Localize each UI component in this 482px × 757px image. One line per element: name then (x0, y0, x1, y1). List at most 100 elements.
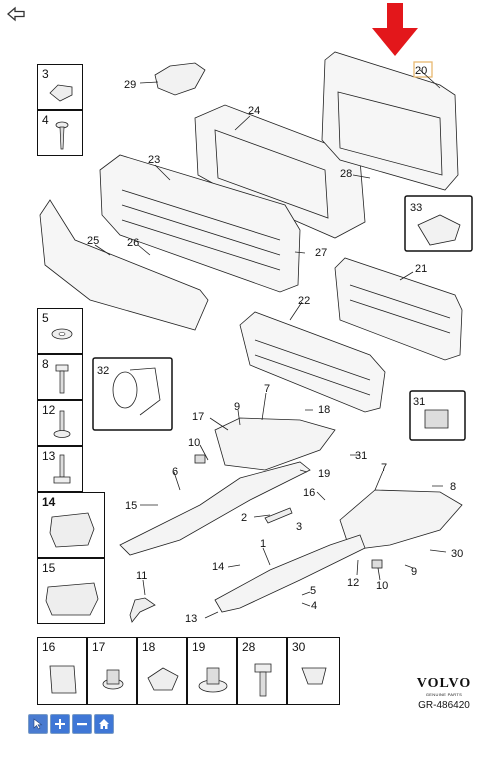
bolt-icon (55, 364, 69, 394)
callout-22: 22 (298, 295, 310, 307)
part-number: 17 (92, 640, 106, 654)
callout-7b: 7 (381, 462, 387, 474)
callout-30: 30 (451, 548, 463, 560)
clip-icon (49, 665, 77, 694)
callout-13: 13 (185, 613, 197, 625)
brand-subtitle: GENUINE PARTS (425, 692, 463, 697)
part-10-clip-b (371, 559, 383, 569)
callout-23: 23 (148, 154, 160, 166)
select-icon[interactable] (28, 714, 48, 734)
part-cell-3[interactable]: 3 (37, 64, 83, 110)
part-number: 8 (42, 357, 49, 371)
part-7-undertray-left (214, 417, 336, 471)
part-cell-28[interactable]: 28 (237, 637, 287, 705)
part-cell-17[interactable]: 17 (87, 637, 137, 705)
nut-icon (198, 667, 228, 693)
part-number: 16 (42, 640, 56, 654)
part-number: 30 (292, 640, 306, 654)
diagram-code: GR-486420 (418, 700, 470, 711)
callout-5: 5 (310, 585, 316, 597)
part-21-louvre (334, 257, 463, 361)
part-cell-8[interactable]: 8 (37, 354, 83, 400)
callout-20: 20 (415, 65, 427, 77)
callout-27: 27 (315, 247, 327, 259)
part-number: 12 (42, 403, 56, 417)
part-20-highlight (413, 61, 433, 78)
callout-32: 32 (97, 365, 109, 377)
part-10-clip-a (194, 454, 206, 464)
callout-9b: 9 (411, 566, 417, 578)
part-number: 19 (192, 640, 206, 654)
flange-bolt-icon (53, 454, 71, 484)
callout-7a: 7 (264, 383, 270, 395)
back-arrow-icon[interactable] (6, 6, 26, 22)
part-number: 14 (42, 495, 56, 509)
callout-28: 28 (340, 168, 352, 180)
part-number: 5 (42, 311, 49, 325)
red-pointer-arrow (372, 3, 418, 56)
callout-10b: 10 (376, 580, 388, 592)
part-cell-12[interactable]: 12 (37, 400, 83, 446)
zoom-in-icon[interactable] (50, 714, 70, 734)
callout-26: 26 (127, 237, 139, 249)
part-11-bracket (129, 597, 156, 623)
part-25-panel (39, 199, 209, 331)
part-cell-19[interactable]: 19 (187, 637, 237, 705)
part-number: 15 (42, 561, 56, 575)
part-number: 28 (242, 640, 256, 654)
brand-logo: VOLVO (416, 676, 472, 691)
part-number: 13 (42, 449, 56, 463)
part-cell-18[interactable]: 18 (137, 637, 187, 705)
callout-1: 1 (260, 538, 266, 550)
part-cell-5[interactable]: 5 (37, 308, 83, 354)
brand-block: VOLVO GENUINE PARTS GR-486420 (411, 676, 477, 711)
callout-15: 15 (125, 500, 137, 512)
callout-19: 19 (318, 468, 330, 480)
callout-17: 17 (192, 411, 204, 423)
star-clip-icon (147, 667, 179, 691)
part-cell-16[interactable]: 16 (37, 637, 87, 705)
part-2-bar (264, 507, 293, 524)
callout-31-inset: 31 (413, 396, 425, 408)
callout-21: 21 (415, 263, 427, 275)
part-29-bracket (154, 62, 206, 96)
zoom-out-icon[interactable] (72, 714, 92, 734)
callout-2: 2 (241, 512, 247, 524)
clip-fastener-icon (301, 667, 327, 685)
part-cell-15[interactable]: 15 (37, 558, 105, 624)
part-cell-13[interactable]: 13 (37, 446, 83, 492)
home-icon[interactable] (94, 714, 114, 734)
clip-nut-icon (49, 84, 73, 102)
callout-9a: 9 (234, 401, 240, 413)
callout-6: 6 (172, 466, 178, 478)
cable-clip-icon (49, 512, 95, 548)
part-number: 18 (142, 640, 156, 654)
callout-3: 3 (296, 521, 302, 533)
callout-16: 16 (303, 487, 315, 499)
part-1-rail (214, 534, 366, 613)
part-cell-30[interactable]: 30 (287, 637, 340, 705)
screw-bolt-icon (254, 663, 272, 697)
callout-14: 14 (212, 561, 224, 573)
part-number: 4 (42, 113, 49, 127)
part-20-shroud (321, 51, 459, 191)
part-cell-4[interactable]: 4 (37, 110, 83, 156)
push-pin-icon (102, 669, 124, 690)
rivet-icon (53, 410, 71, 438)
double-clip-icon (45, 582, 99, 616)
part-number: 3 (42, 67, 49, 81)
diagram-toolbar (28, 714, 114, 734)
part-cell-14[interactable]: 14 (37, 492, 105, 558)
callout-11: 11 (136, 570, 147, 582)
callout-25: 25 (87, 235, 99, 247)
callout-29: 29 (124, 79, 136, 91)
part-23-grille (99, 154, 301, 293)
callout-12: 12 (347, 577, 359, 589)
part-22-louvre (239, 311, 386, 413)
washer-icon (51, 328, 73, 340)
part-6-rail (119, 461, 311, 556)
callout-31: 31 (355, 450, 367, 462)
screw-icon (55, 121, 69, 150)
callout-10a: 10 (188, 437, 200, 449)
